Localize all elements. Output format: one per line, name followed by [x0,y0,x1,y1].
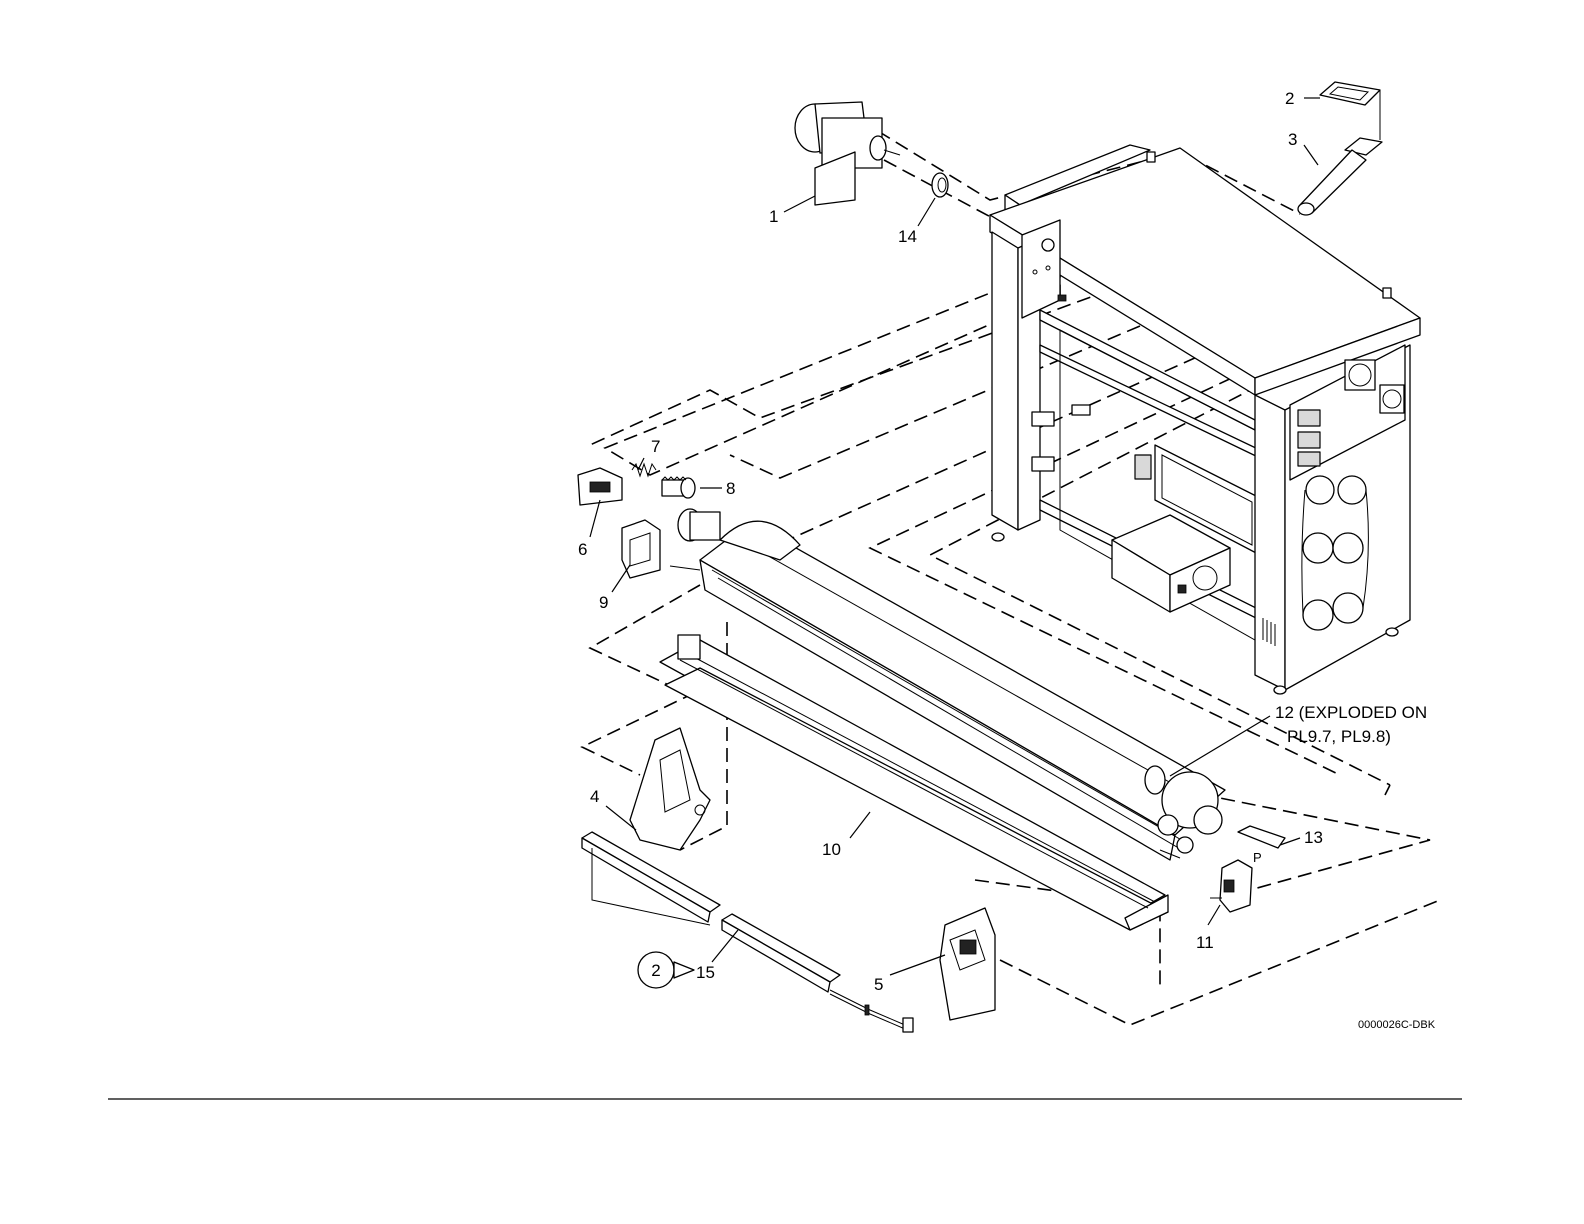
callout-12: 12 (EXPLODED ON [1275,703,1427,722]
callout-1: 1 [769,207,778,226]
callout-8: 8 [726,479,735,498]
frame-cabinet [990,145,1420,694]
reference-number: 2 [651,961,660,980]
part-bar-15 [582,832,913,1032]
reference-circle: 2 [638,952,694,988]
part-cover-6 [578,468,622,505]
callout-10: 10 [822,840,841,859]
callout-2: 2 [1285,89,1294,108]
callout-12-ref: PL9.7, PL9.8) [1287,727,1391,746]
callout-9: 9 [599,593,608,612]
part-bearing [932,173,948,197]
callout-7: 7 [651,437,660,456]
part-bracket-11 [1210,860,1252,912]
callout-5: 5 [874,975,883,994]
callout-3: 3 [1288,130,1297,149]
callout-6: 6 [578,540,587,559]
figure-id: 0000026C-DBK [1358,1019,1436,1031]
callout-14: 14 [898,227,917,246]
part-motor [795,102,900,205]
callout-4: 4 [590,787,599,806]
callout-13: 13 [1304,828,1323,847]
part-bracket-4 [630,728,710,850]
part-handle [1298,82,1382,215]
callout-15: 15 [696,963,715,982]
pivot-label: P [1253,850,1262,865]
callout-11: 11 [1196,933,1214,952]
part-gear-8 [662,477,695,498]
part-bracket-5 [940,908,995,1020]
part-lever-13 [1238,826,1285,848]
